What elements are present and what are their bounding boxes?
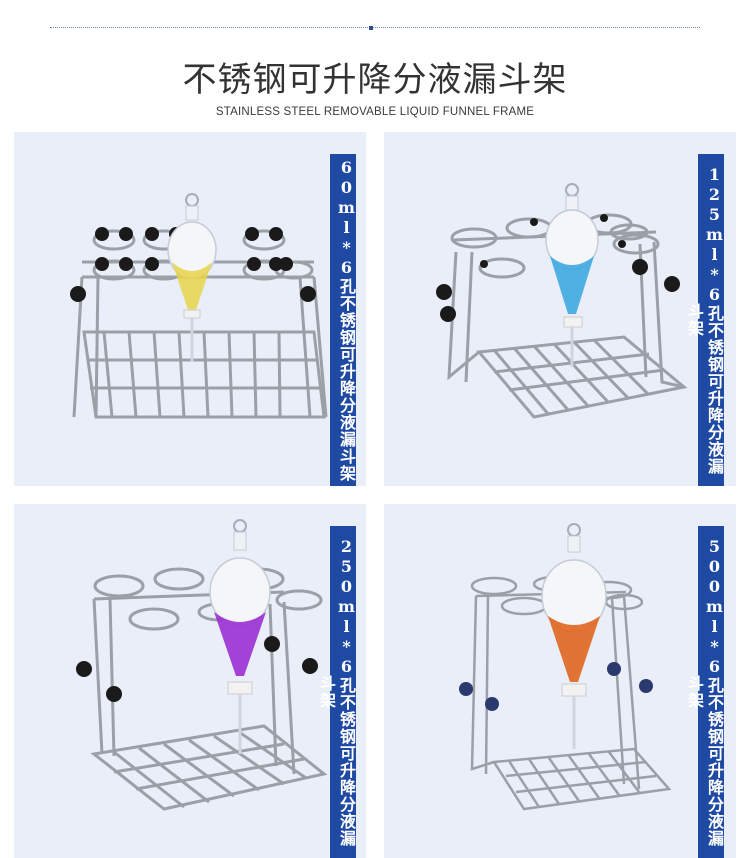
- funnel-rack-image: [70, 193, 328, 419]
- product-panel-500ml: 500ml*6孔不锈钢可升降分液漏斗架: [384, 504, 736, 858]
- capacity-label: 250ml*6孔不锈钢可升降分液漏斗架: [317, 526, 356, 858]
- capacity-label: 60ml*6孔不锈钢可升降分液漏斗架: [330, 154, 356, 486]
- header-divider: [50, 26, 700, 30]
- divider-dot: [369, 26, 373, 30]
- page-subtitle: STAINLESS STEEL REMOVABLE LIQUID FUNNEL …: [215, 106, 535, 118]
- product-panel-125ml: 125ml*6孔不锈钢可升降分液漏斗架: [384, 132, 736, 486]
- funnel-rack-image: [436, 183, 688, 419]
- capacity-label: 125ml*6孔不锈钢可升降分液漏斗架: [685, 154, 724, 486]
- page-title: 不锈钢可升降分液漏斗架: [182, 60, 568, 100]
- dotted-line: [50, 27, 700, 28]
- capacity-label: 500ml*6孔不锈钢可升降分液漏斗架: [685, 526, 724, 858]
- funnel-rack-image: [76, 519, 328, 811]
- product-panel-250ml: 250ml*6孔不锈钢可升降分液漏斗架: [14, 504, 366, 858]
- funnel-rack-image: [459, 523, 672, 811]
- product-panel-60ml: 60ml*6孔不锈钢可升降分液漏斗架: [14, 132, 366, 486]
